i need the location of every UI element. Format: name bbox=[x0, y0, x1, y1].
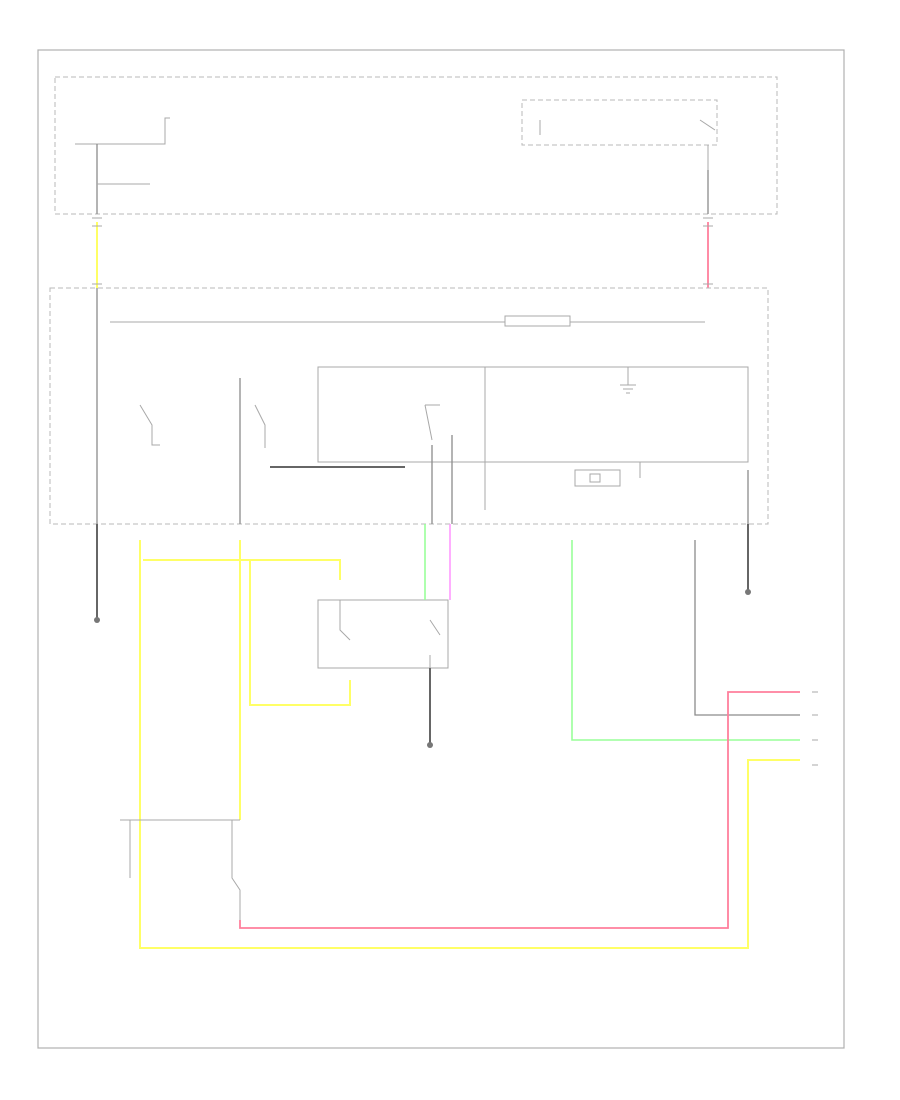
switch-assembly bbox=[317, 599, 449, 669]
upper-module bbox=[54, 76, 778, 215]
upper-relay-switch bbox=[539, 119, 716, 170]
gray-wire-right bbox=[694, 540, 800, 716]
ground-dot-left bbox=[94, 617, 100, 623]
ground-dot-mid bbox=[427, 742, 433, 748]
pink-wire-right bbox=[239, 691, 800, 929]
green-wire-right bbox=[571, 540, 800, 741]
relay-enclosure bbox=[317, 366, 749, 463]
fuse-box bbox=[574, 469, 621, 487]
page-frame bbox=[37, 49, 845, 1049]
ground-dot-right bbox=[745, 589, 751, 595]
relay-lower-line bbox=[410, 461, 641, 478]
fuse-element bbox=[589, 473, 601, 483]
yellow-wire-mid bbox=[143, 559, 341, 580]
lower-module-outline bbox=[49, 287, 769, 525]
relay-drop-wires bbox=[431, 435, 453, 524]
switch-1 bbox=[139, 404, 160, 446]
lower-switch-right bbox=[231, 820, 241, 920]
relay-ground-symbol bbox=[620, 367, 636, 394]
lower-module bbox=[49, 287, 769, 525]
yellow-wire-loop bbox=[239, 540, 351, 706]
switch-2 bbox=[254, 404, 266, 448]
switch-assembly-contacts bbox=[339, 600, 441, 668]
upper-left-block bbox=[75, 117, 170, 145]
upper-module-outline bbox=[54, 76, 778, 215]
lower-switch-left bbox=[120, 819, 240, 878]
connector-ticks bbox=[92, 217, 713, 285]
connector-end-ticks bbox=[812, 691, 818, 766]
lower-resistor bbox=[504, 315, 571, 327]
relay-coil-1 bbox=[424, 404, 440, 441]
upper-relay-box bbox=[521, 99, 718, 146]
